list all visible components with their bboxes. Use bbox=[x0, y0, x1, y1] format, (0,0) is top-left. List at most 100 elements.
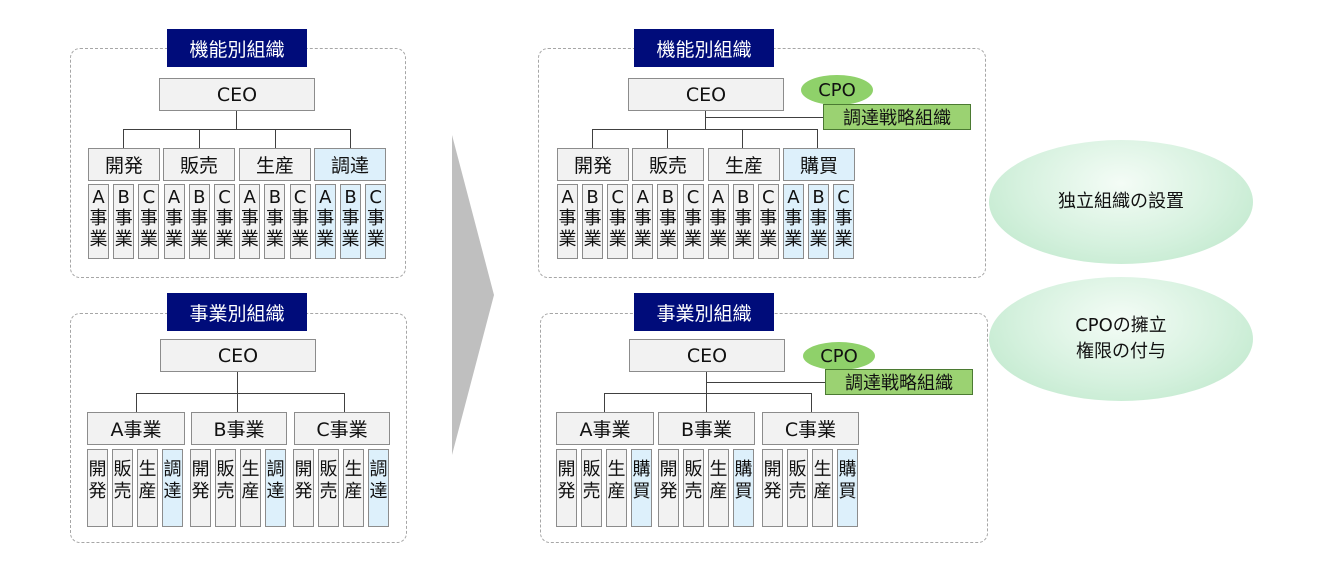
column-char: 業 bbox=[608, 229, 627, 250]
column-char: 産 bbox=[344, 481, 363, 502]
right-bottom-ceo-box: CEO bbox=[629, 339, 785, 372]
column-char: 調 bbox=[369, 459, 388, 480]
left-bottom-title: 事業別組織 bbox=[167, 293, 307, 331]
column-char: B bbox=[193, 187, 206, 208]
right-bottom-biz-c: C事業 bbox=[762, 412, 859, 445]
column-char: 産 bbox=[138, 481, 157, 502]
column-char: 事 bbox=[658, 208, 677, 229]
column-char: 売 bbox=[684, 481, 703, 502]
column-char: 調 bbox=[266, 459, 285, 480]
left-bottom-func-cell-0-3: 調達 bbox=[162, 449, 183, 527]
column-char: 事 bbox=[265, 208, 284, 229]
connector bbox=[817, 129, 818, 148]
left-bottom-func-cell-1-1: 販売 bbox=[215, 449, 236, 527]
left-bottom-func-cell-0-1: 販売 bbox=[112, 449, 133, 527]
column-char: C bbox=[611, 187, 624, 208]
column-char: 事 bbox=[366, 208, 385, 229]
connector bbox=[237, 393, 238, 412]
right-bottom-biz-a: A事業 bbox=[556, 412, 654, 445]
column-char: B bbox=[344, 187, 357, 208]
column-char: 事 bbox=[240, 208, 259, 229]
right-top-ceo-box: CEO bbox=[628, 78, 784, 111]
right-bottom-func-cell-2-1: 販売 bbox=[787, 449, 808, 527]
column-char: 業 bbox=[89, 229, 108, 250]
column-char: 買 bbox=[632, 481, 651, 502]
left-bottom-ceo-box: CEO bbox=[160, 339, 316, 372]
right-top-dept-purchase: 購買 bbox=[783, 148, 855, 181]
column-char: 事 bbox=[558, 208, 577, 229]
column-char: 開 bbox=[763, 459, 782, 480]
column-char: 業 bbox=[759, 229, 778, 250]
column-char: 産 bbox=[241, 481, 260, 502]
column-char: A bbox=[636, 187, 649, 208]
connector bbox=[705, 117, 823, 118]
column-char: 業 bbox=[633, 229, 652, 250]
column-char: 産 bbox=[709, 481, 728, 502]
column-char: 事 bbox=[809, 208, 828, 229]
right-bottom-func-cell-2-3: 購買 bbox=[837, 449, 858, 527]
left-bottom-func-cell-2-0: 開発 bbox=[293, 449, 314, 527]
column-char: A bbox=[167, 187, 181, 208]
column-char: 買 bbox=[734, 481, 753, 502]
column-char: 発 bbox=[88, 481, 107, 502]
left-top-dept-sales: 販売 bbox=[163, 148, 235, 181]
connector bbox=[592, 129, 818, 130]
column-char: 事 bbox=[341, 208, 360, 229]
column-char: 事 bbox=[608, 208, 627, 229]
right-bottom-func-cell-0-1: 販売 bbox=[581, 449, 602, 527]
column-char: B bbox=[661, 187, 675, 208]
column-char: 事 bbox=[89, 208, 108, 229]
column-char: 生 bbox=[138, 459, 157, 480]
column-char: 産 bbox=[813, 481, 832, 502]
column-char: 事 bbox=[633, 208, 652, 229]
column-char: 調 bbox=[163, 459, 182, 480]
right-bottom-func-cell-1-2: 生産 bbox=[708, 449, 729, 527]
right-bottom-func-cell-0-0: 開発 bbox=[556, 449, 577, 527]
column-char: 売 bbox=[582, 481, 601, 502]
left-bottom-func-cell-0-2: 生産 bbox=[137, 449, 158, 527]
left-bottom-func-cell-2-1: 販売 bbox=[318, 449, 339, 527]
connector bbox=[604, 393, 812, 394]
left-top-title: 機能別組織 bbox=[167, 29, 307, 67]
left-top-dept-prod: 生産 bbox=[239, 148, 311, 181]
column-char: 事 bbox=[734, 208, 753, 229]
right-top-dept-dev: 開発 bbox=[557, 148, 629, 181]
column-char: 業 bbox=[558, 229, 577, 250]
column-char: C bbox=[142, 187, 156, 208]
column-char: 業 bbox=[240, 229, 259, 250]
connector bbox=[604, 393, 605, 412]
column-char: 開 bbox=[88, 459, 107, 480]
connector bbox=[742, 129, 743, 148]
connector bbox=[123, 129, 124, 148]
left-top-ceo-box: CEO bbox=[159, 78, 315, 111]
left-bottom-biz-b: B事業 bbox=[191, 412, 287, 445]
left-bottom-func-cell-1-0: 開発 bbox=[190, 449, 211, 527]
column-char: 販 bbox=[113, 459, 132, 480]
column-char: A bbox=[243, 187, 256, 208]
column-char: 業 bbox=[139, 229, 158, 250]
cpo-authority-bubble: CPOの擁立 権限の付与 bbox=[989, 277, 1253, 401]
column-char: 業 bbox=[215, 229, 234, 250]
column-char: C bbox=[837, 187, 850, 208]
column-char: 事 bbox=[834, 208, 853, 229]
column-char: B bbox=[268, 187, 282, 208]
column-char: 売 bbox=[113, 481, 132, 502]
column-char: 達 bbox=[369, 481, 388, 502]
column-char: 事 bbox=[583, 208, 602, 229]
column-char: 購 bbox=[838, 459, 857, 480]
column-char: 事 bbox=[759, 208, 778, 229]
connector bbox=[592, 129, 593, 148]
